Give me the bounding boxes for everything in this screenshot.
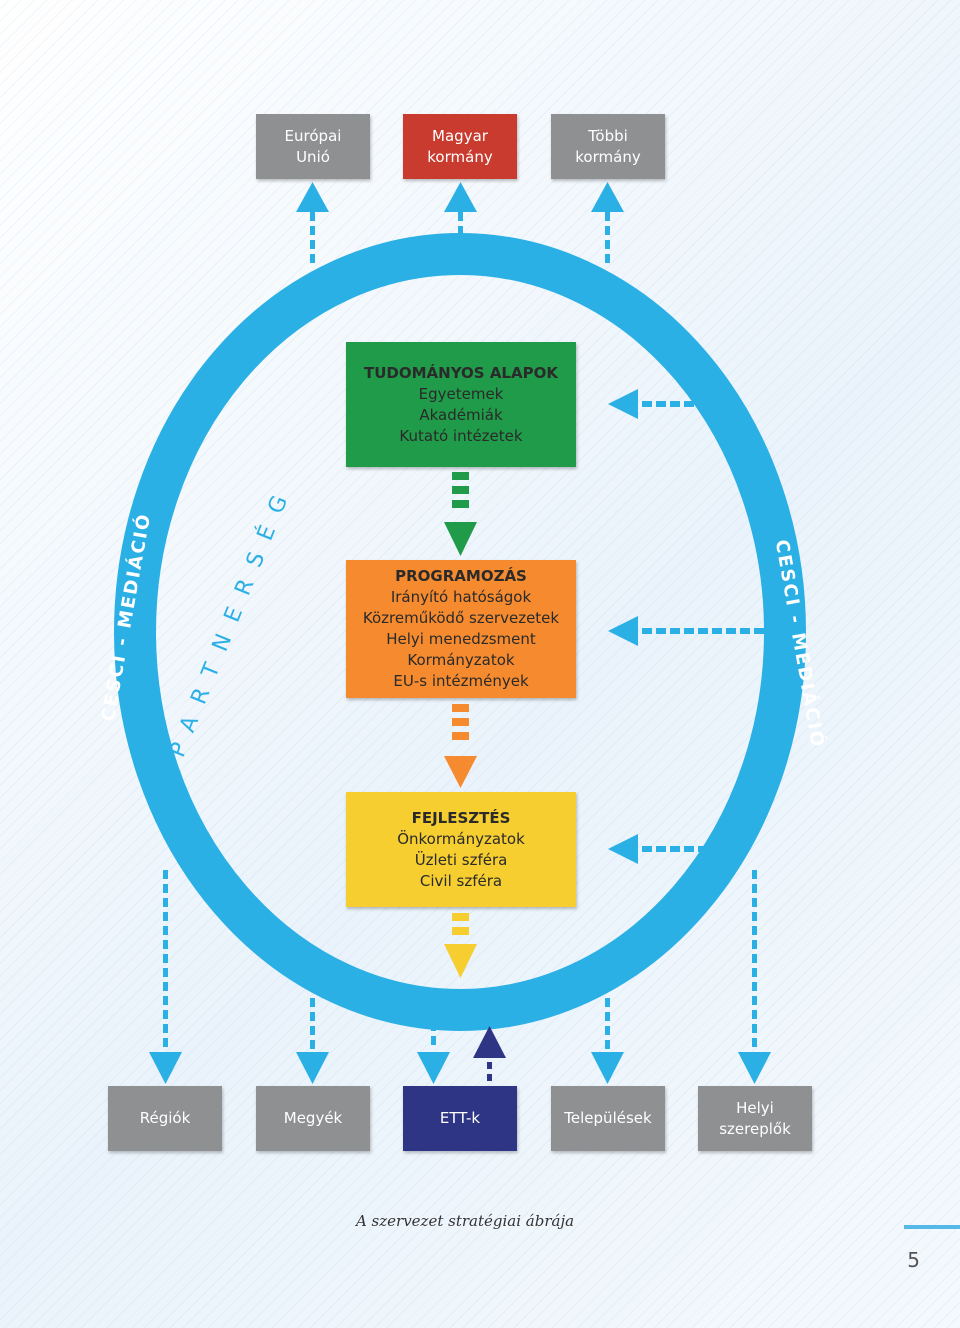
box-line: Európai bbox=[284, 126, 342, 145]
box-line: kormány bbox=[427, 147, 493, 166]
box-european-union: Európai Unió bbox=[256, 114, 370, 179]
box-line: szereplők bbox=[719, 1119, 791, 1138]
arrow-up-egtc bbox=[473, 1026, 506, 1081]
arrow-down-settlements bbox=[591, 998, 624, 1084]
arrow-down-egtc bbox=[417, 1008, 450, 1084]
box-title: FEJLESZTÉS bbox=[411, 808, 511, 827]
box-line: Unió bbox=[296, 147, 330, 166]
figure-caption: A szervezet stratégiai ábrája bbox=[355, 1212, 575, 1230]
box-line: Üzleti szféra bbox=[414, 850, 508, 869]
arrow-left-science bbox=[608, 389, 694, 419]
mediation-ring bbox=[114, 233, 806, 1031]
arrow-up-other-gov bbox=[591, 182, 624, 263]
box-line: EU-s intézmények bbox=[393, 672, 529, 690]
box-hungarian-government: Magyar kormány bbox=[403, 114, 517, 179]
box-line: Kutató intézetek bbox=[399, 426, 523, 445]
box-line: Magyar bbox=[432, 126, 488, 145]
box-local-actors: Helyi szereplők bbox=[698, 1086, 812, 1151]
box-line: Helyi bbox=[736, 1098, 774, 1117]
box-settlements: Települések bbox=[551, 1086, 665, 1151]
box-title: PROGRAMOZÁS bbox=[395, 567, 527, 585]
page-number-bar bbox=[904, 1225, 960, 1229]
box-line: ETT-k bbox=[439, 1109, 481, 1127]
box-line: Helyi menedzsment bbox=[386, 630, 536, 648]
box-line: Többi bbox=[588, 126, 628, 145]
arrow-down-local-actors bbox=[738, 870, 771, 1084]
arrow-left-development bbox=[608, 834, 708, 864]
arrow-down-counties bbox=[296, 998, 329, 1084]
box-line: Közreműködő szervezetek bbox=[362, 609, 560, 627]
arrow-down-development-to-ring bbox=[444, 913, 477, 978]
box-line: Akadémiák bbox=[419, 405, 503, 424]
box-regions: Régiók bbox=[108, 1086, 222, 1151]
arrow-down-programming-to-development bbox=[444, 704, 477, 788]
box-line: Megyék bbox=[283, 1109, 343, 1127]
box-programming: PROGRAMOZÁS Irányító hatóságok Közreműkö… bbox=[346, 560, 576, 698]
box-egtc: ETT-k bbox=[403, 1086, 517, 1151]
arrow-left-programming bbox=[608, 616, 778, 646]
box-line: Önkormányzatok bbox=[397, 829, 525, 848]
arrow-up-eu bbox=[296, 182, 329, 263]
page-number: 5 bbox=[907, 1248, 920, 1272]
box-line: Irányító hatóságok bbox=[390, 588, 532, 606]
box-development: FEJLESZTÉS Önkormányzatok Üzleti szféra … bbox=[346, 792, 576, 907]
box-line: Kormányzatok bbox=[407, 651, 515, 669]
box-scientific-foundations: TUDOMÁNYOS ALAPOK Egyetemek Akadémiák Ku… bbox=[346, 342, 576, 467]
box-line: kormány bbox=[575, 147, 641, 166]
arrow-down-regions bbox=[149, 870, 182, 1084]
box-line: Civil szféra bbox=[419, 871, 503, 890]
box-other-governments: Többi kormány bbox=[551, 114, 665, 179]
arrow-up-hungarian-gov bbox=[444, 182, 477, 249]
box-line: Egyetemek bbox=[418, 384, 504, 403]
box-title: TUDOMÁNYOS ALAPOK bbox=[364, 363, 558, 382]
box-counties: Megyék bbox=[256, 1086, 370, 1151]
box-line: Régiók bbox=[139, 1109, 191, 1127]
arrow-down-science-to-programming bbox=[444, 472, 477, 556]
partnership-label: PARTNERSÉG bbox=[164, 478, 298, 761]
box-line: Települések bbox=[564, 1109, 652, 1127]
